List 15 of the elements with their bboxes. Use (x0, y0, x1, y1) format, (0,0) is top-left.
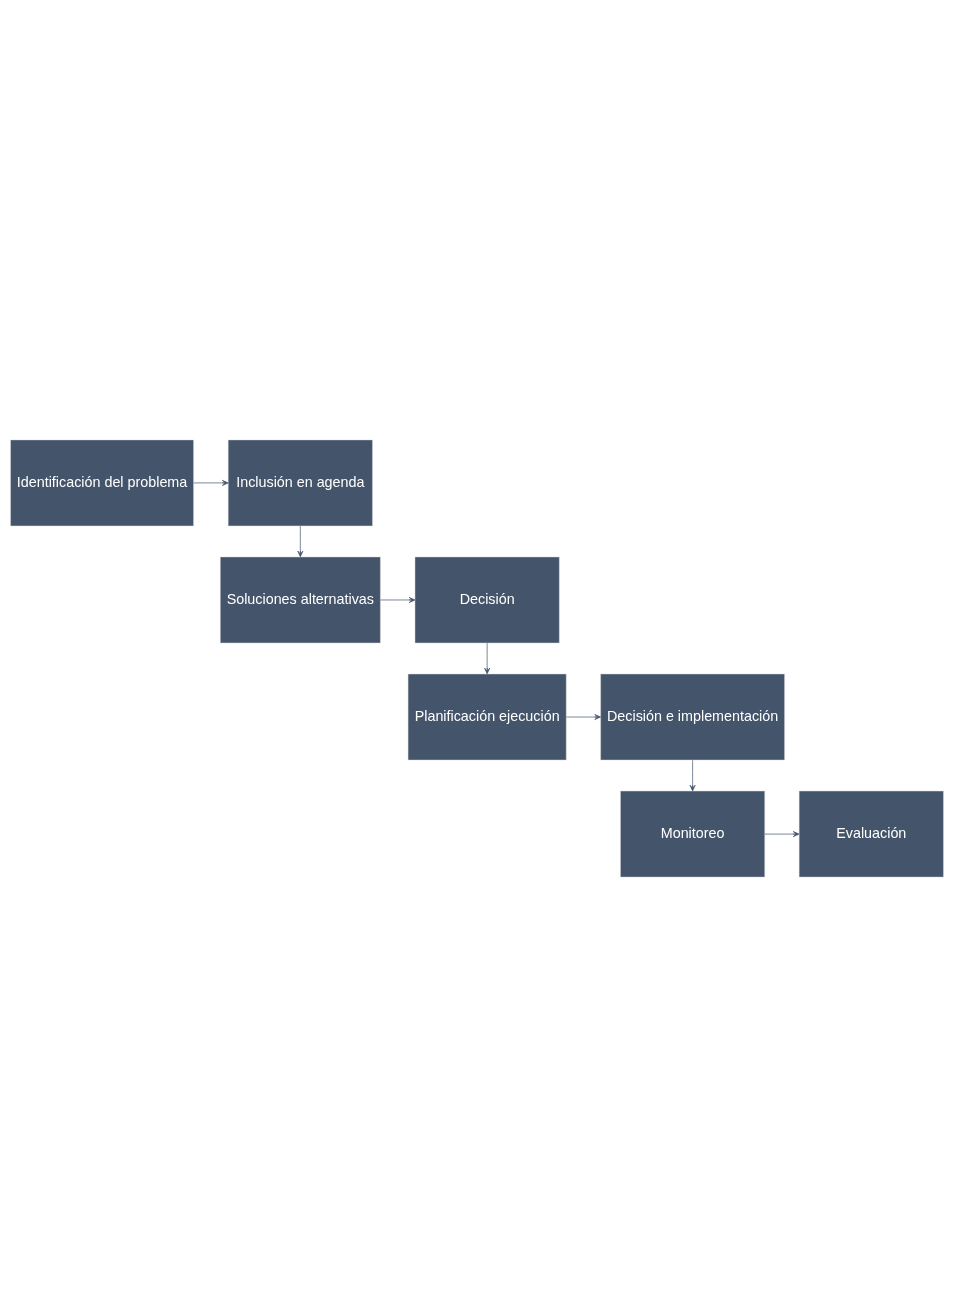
arrow (565, 713, 601, 720)
arrow (689, 759, 696, 791)
arrow (193, 479, 229, 486)
node-box: Evaluación (798, 790, 944, 877)
node-box: Planificación ejecución (407, 673, 567, 760)
arrow (484, 642, 491, 674)
arrow (764, 830, 800, 837)
node-box: Identificación del problema (10, 439, 194, 526)
node-box: Decisión (414, 556, 560, 643)
node-box: Inclusión en agenda (227, 439, 373, 526)
arrow (297, 525, 304, 557)
arrow (380, 596, 416, 603)
node-box: Monitoreo (620, 790, 765, 877)
node-box: Decisión e implementación (600, 673, 785, 760)
node-box: Soluciones alternativas (220, 556, 381, 643)
